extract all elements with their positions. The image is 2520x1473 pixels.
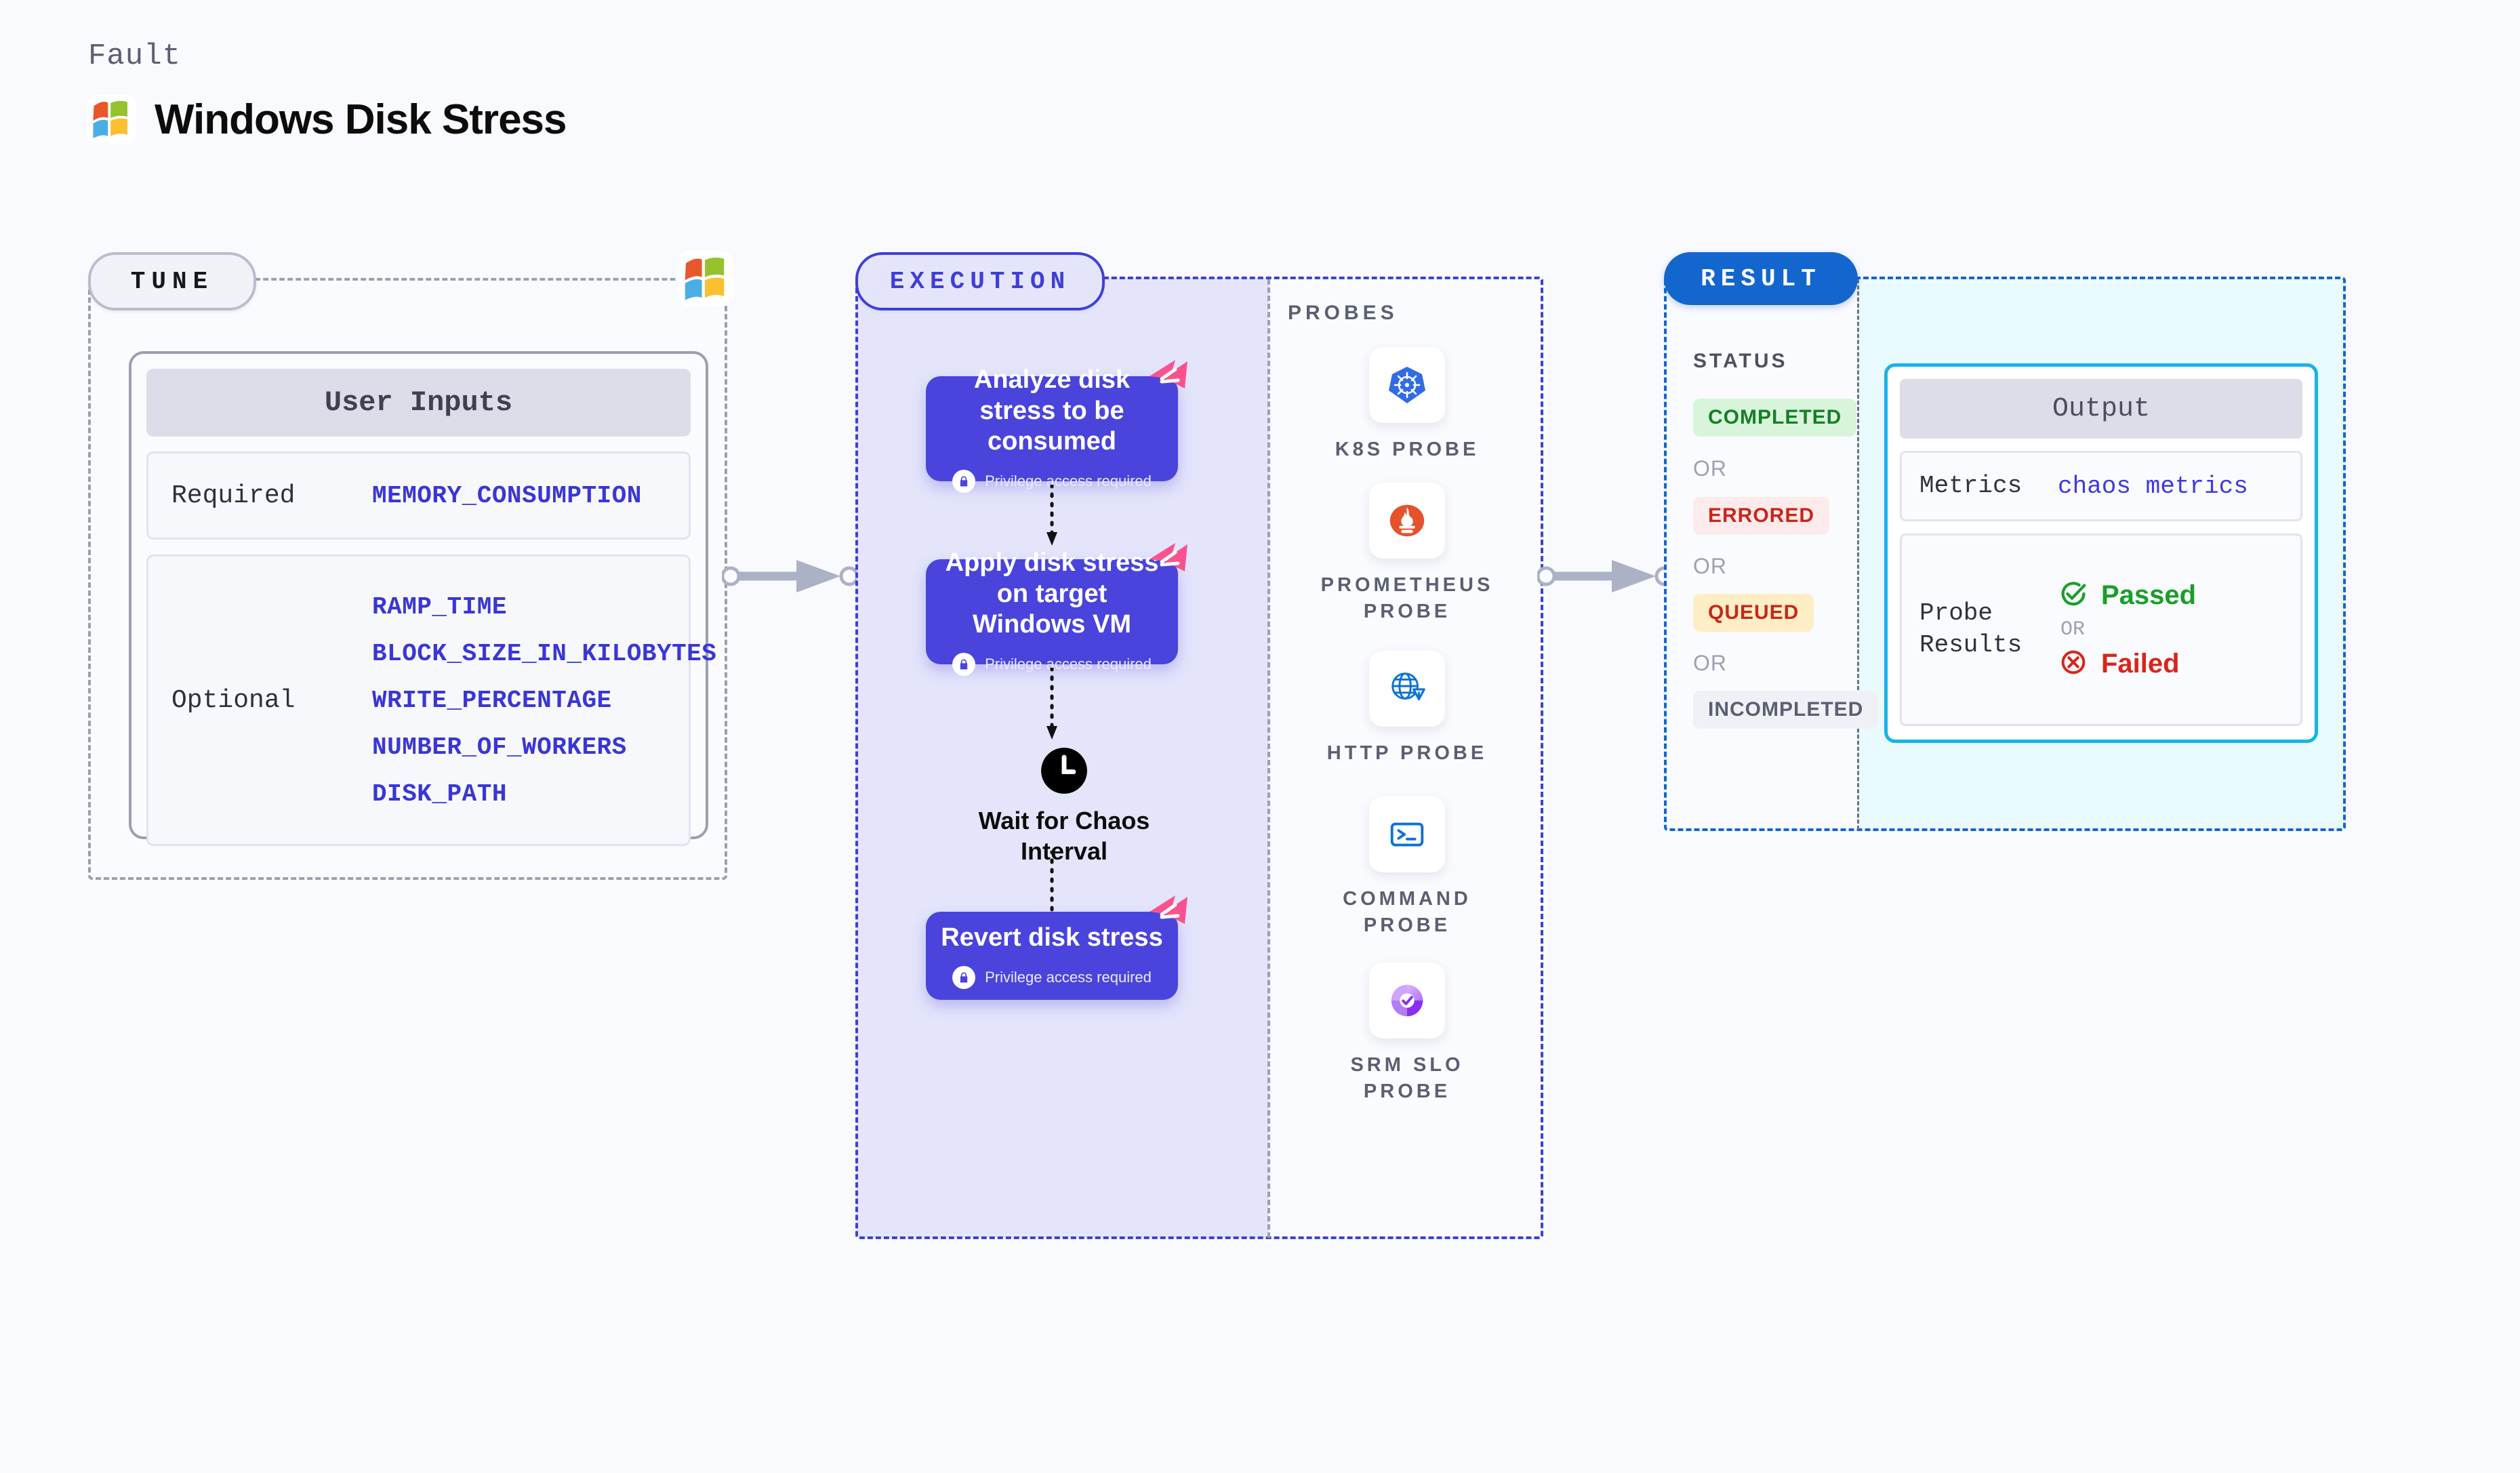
flow-arrow-down <box>1041 483 1063 552</box>
x-circle-icon <box>2058 647 2089 681</box>
probes-background <box>1272 278 1542 1238</box>
status-badge-queued: QUEUED <box>1693 594 1814 632</box>
or-separator: OR <box>1693 554 1727 578</box>
metrics-row: Metrics chaos metrics <box>1900 451 2302 521</box>
probe-item-command[interactable]: COMMAND PROBE <box>1305 796 1509 939</box>
privilege-text: Privilege access required <box>985 472 1152 489</box>
wait-for-chaos-interval-label: Wait for Chaos Interval <box>978 807 1150 865</box>
privilege-row: Privilege access required <box>952 965 1152 989</box>
windows-logo-icon <box>678 251 733 310</box>
execution-panel <box>855 277 1543 1239</box>
execution-step-card[interactable]: Apply disk stress on target Windows VM P… <box>926 543 1187 676</box>
input-name: NUMBER_OF_WORKERS <box>372 733 627 761</box>
execution-step-card[interactable]: Analyze disk stress to be consumed Privi… <box>926 360 1187 493</box>
result-label-pill: RESULT <box>1664 252 1858 305</box>
flow-arrow-down <box>1041 666 1063 746</box>
lock-icon <box>952 965 976 989</box>
srm-slo-icon <box>1369 963 1445 1038</box>
page-kicker: Fault <box>88 39 182 73</box>
probe-item-srm-slo[interactable]: SRM SLO PROBE <box>1305 963 1509 1105</box>
required-label: Required <box>171 481 296 510</box>
page-title-row: Windows Disk Stress <box>87 95 567 144</box>
probe-results-label: Probe Results <box>1919 599 2023 659</box>
required-inputs-group: Required MEMORY_CONSUMPTION <box>146 451 691 540</box>
connector-execution-to-result <box>1536 556 1676 600</box>
or-separator: OR <box>2060 618 2086 641</box>
probe-item-k8s[interactable]: K8S PROBE <box>1305 347 1509 463</box>
probe-item-prometheus[interactable]: PROMETHEUS PROBE <box>1305 483 1509 625</box>
optional-inputs-group: Optional RAMP_TIME BLOCK_SIZE_IN_KILOBYT… <box>146 554 716 846</box>
probe-label: HTTP PROBE <box>1326 742 1488 764</box>
privilege-row: Privilege access required <box>952 652 1152 676</box>
metrics-value: chaos metrics <box>2058 472 2248 500</box>
chaos-badge-icon <box>1145 894 1190 935</box>
required-values: MEMORY_CONSUMPTION <box>372 482 642 510</box>
input-name: RAMP_TIME <box>372 592 507 621</box>
failed-label: Failed <box>2101 649 2180 679</box>
kubernetes-icon <box>1369 347 1445 423</box>
execution-label-pill: EXECUTION <box>855 252 1105 310</box>
execution-probes-divider <box>1267 279 1270 1238</box>
status-badge-incompleted: INCOMPLETED <box>1693 691 1879 729</box>
input-name: WRITE_PERCENTAGE <box>372 686 612 714</box>
lock-icon <box>952 469 976 493</box>
windows-logo-icon <box>87 95 136 144</box>
lock-icon <box>952 652 976 676</box>
chaos-badge-icon <box>1145 359 1190 399</box>
input-name: MEMORY_CONSUMPTION <box>372 481 642 510</box>
connector-tune-to-execution <box>720 556 861 600</box>
http-globe-warning-icon <box>1369 651 1445 727</box>
optional-label: Optional <box>171 685 296 715</box>
terminal-icon <box>1369 796 1445 872</box>
privilege-row: Privilege access required <box>952 469 1152 493</box>
probe-label: COMMAND PROBE <box>1343 888 1471 937</box>
or-separator: OR <box>1693 456 1727 481</box>
chaos-badge-icon <box>1145 542 1190 582</box>
user-inputs-title: User Inputs <box>146 369 691 437</box>
privilege-text: Privilege access required <box>985 968 1152 986</box>
result-panel <box>1664 277 2346 831</box>
probe-label: PROMETHEUS PROBE <box>1320 574 1494 623</box>
prometheus-icon <box>1369 483 1445 559</box>
step-title: Apply disk stress on target Windows VM <box>945 548 1159 639</box>
probe-results-row: Probe Results Passed OR <box>1900 533 2302 726</box>
optional-values: RAMP_TIME BLOCK_SIZE_IN_KILOBYTES WRITE_… <box>372 593 716 808</box>
probe-item-http[interactable]: HTTP PROBE <box>1305 651 1509 767</box>
probe-result-failed: Failed <box>2058 647 2196 681</box>
probe-label: K8S PROBE <box>1335 439 1480 460</box>
probe-label: SRM SLO PROBE <box>1350 1054 1464 1103</box>
privilege-text: Privilege access required <box>985 655 1152 672</box>
check-circle-icon <box>2058 578 2089 613</box>
passed-label: Passed <box>2101 580 2197 610</box>
step-title: Revert disk stress <box>941 923 1163 952</box>
page-title: Windows Disk Stress <box>155 96 567 143</box>
step-title: Analyze disk stress to be consumed <box>973 365 1131 456</box>
status-badge-completed: COMPLETED <box>1693 399 1857 437</box>
execution-step-card[interactable]: Revert disk stress Privilege access requ… <box>926 895 1187 1000</box>
status-section-label: STATUS <box>1693 350 1788 372</box>
or-separator: OR <box>1693 651 1727 675</box>
output-title: Output <box>1900 379 2302 439</box>
result-status-background <box>1665 278 1856 830</box>
user-inputs-card: User Inputs Required MEMORY_CONSUMPTION … <box>129 351 716 846</box>
input-name: BLOCK_SIZE_IN_KILOBYTES <box>372 639 717 668</box>
probes-section-label: PROBES <box>1288 302 1398 324</box>
status-badge-errored: ERRORED <box>1693 497 1830 535</box>
clock-icon <box>1039 746 1089 796</box>
tune-label-pill: TUNE <box>88 252 256 310</box>
input-name: DISK_PATH <box>372 780 507 808</box>
output-card: Output Metrics chaos metrics Probe Resul… <box>1884 363 2318 743</box>
result-inner-divider <box>1857 279 1859 830</box>
probe-result-passed: Passed <box>2058 578 2196 613</box>
probe-results-values: Passed OR Failed <box>2058 578 2196 681</box>
metrics-label: Metrics <box>1919 471 2023 500</box>
